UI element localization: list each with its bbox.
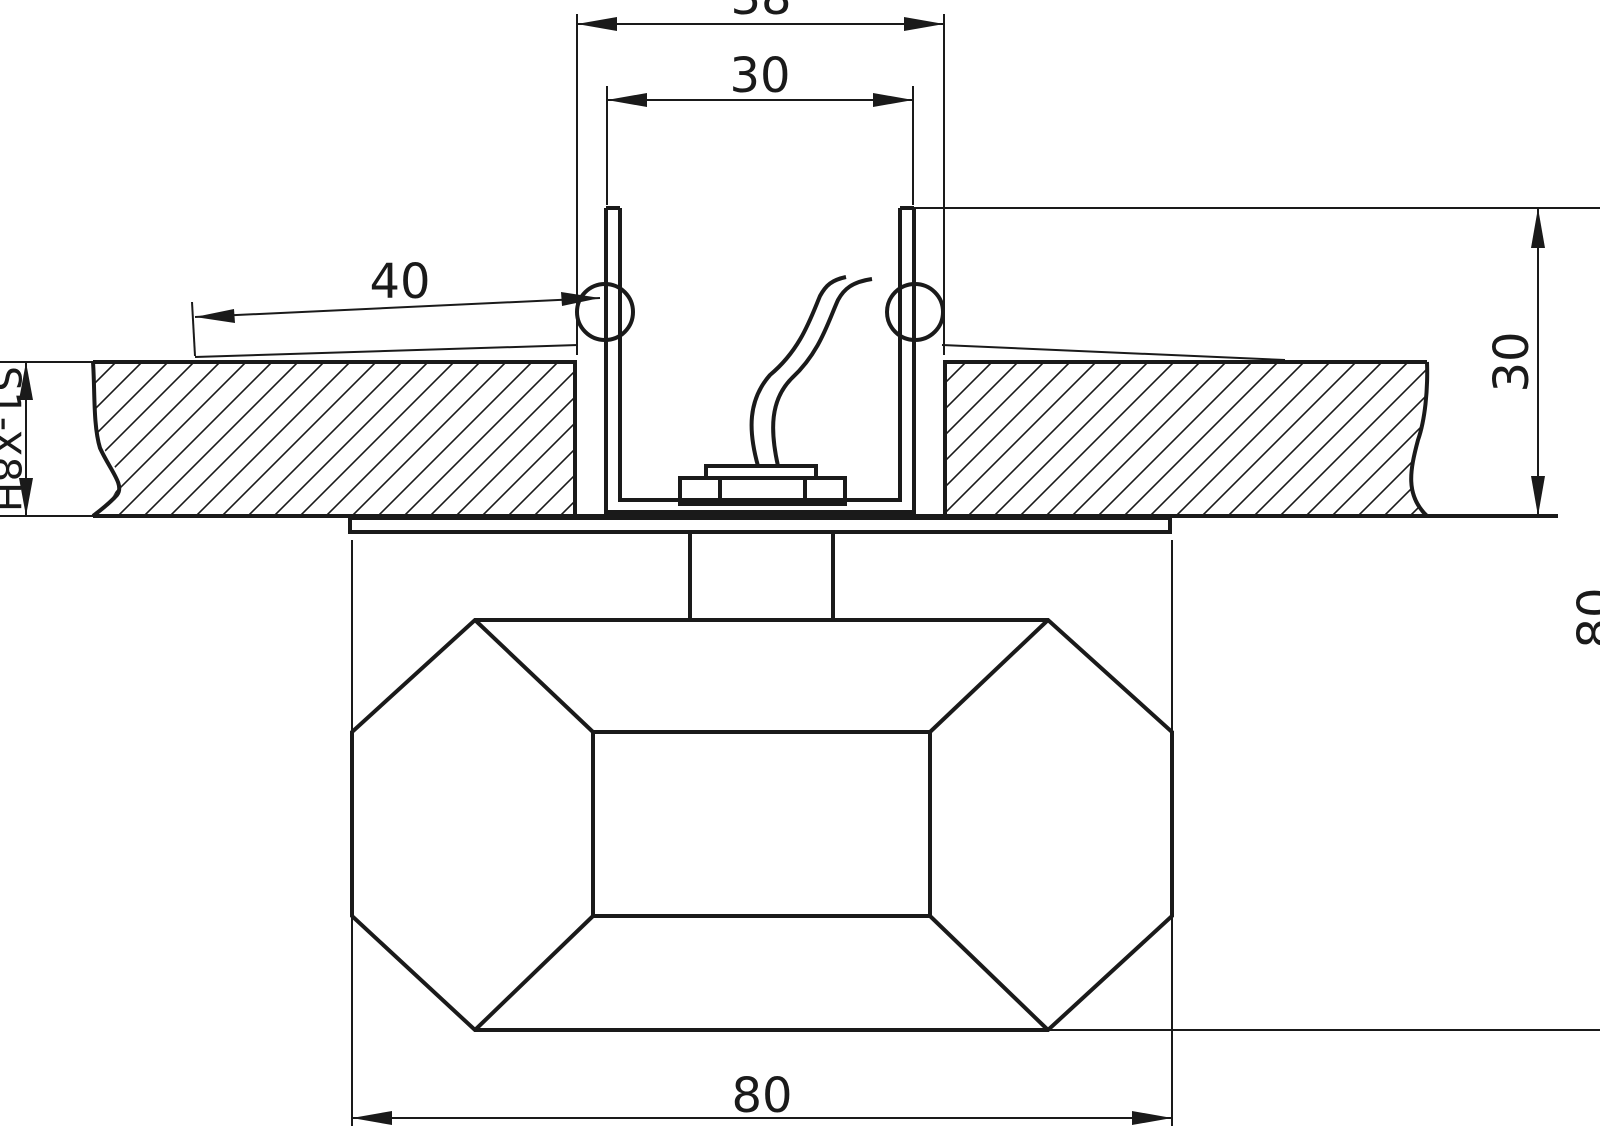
hatch-line (93, 362, 221, 516)
hatch-line (1227, 362, 1383, 516)
hatch-line (945, 362, 1097, 516)
hatch-line (612, 362, 766, 516)
hatch-line (143, 362, 299, 516)
hatch-line (786, 362, 940, 516)
hatch-line (507, 362, 575, 516)
dim-text-clip-reach: 40 (369, 254, 430, 310)
hatch-line (93, 362, 195, 516)
hatch-line (945, 362, 993, 516)
hatch-line (1019, 362, 1175, 516)
dim-text-thickness-left: S1-X8H (0, 366, 28, 512)
dim-text-height-far-right: 80 (1568, 587, 1600, 648)
hatch-line (351, 362, 507, 516)
hatch-line (586, 362, 740, 516)
hatch-line (247, 362, 403, 516)
hatch-left (93, 362, 844, 516)
hatch-line (93, 362, 169, 516)
hatch-line (1331, 362, 1428, 516)
hatch-line (1279, 362, 1428, 516)
housing (604, 206, 916, 514)
hatch-line (945, 362, 967, 516)
flange-plate (348, 516, 1172, 534)
hatch-line (1045, 362, 1201, 516)
hatch-line (195, 362, 351, 516)
dim-text-height-right: 30 (1484, 331, 1540, 392)
hatch-line (559, 362, 575, 516)
hatch-line (945, 362, 1019, 516)
dim-top-outer: 38 (576, 0, 945, 355)
hatch-line (1123, 362, 1279, 516)
dim-text-bottom-width: 80 (731, 1068, 792, 1124)
ceiling-section-right (786, 360, 1600, 518)
hatch-line (481, 362, 575, 516)
hatch-line (1383, 362, 1428, 516)
crystal-shade (350, 618, 1174, 1032)
hatch-line (403, 362, 559, 516)
dim-top-inner: 30 (606, 48, 914, 205)
dim-text-top-inner: 30 (729, 48, 790, 104)
dim-bottom-width: 80 (351, 540, 1173, 1126)
hatch-line (429, 362, 575, 516)
stem (688, 532, 835, 620)
hatch-line (533, 362, 575, 516)
hatch-line (945, 362, 1045, 516)
hatch-line (690, 362, 844, 516)
hatch-line (455, 362, 575, 516)
dim-height-right: 30 (914, 207, 1600, 516)
hatch-line (273, 362, 429, 516)
hatch-line (221, 362, 377, 516)
hatch-line (117, 362, 273, 516)
hatch-line (1566, 362, 1600, 516)
hatch-line (1253, 362, 1409, 516)
clip-arm-right (941, 344, 1286, 361)
hatch-line (1071, 362, 1227, 516)
hatch-line (1357, 362, 1428, 516)
hatch-line (325, 362, 481, 516)
hatch-line (169, 362, 325, 516)
lamp-socket (678, 464, 847, 506)
hatch-line (638, 362, 792, 516)
hatch-line (93, 362, 143, 516)
hatch-line (967, 362, 1123, 516)
hatch-line (93, 362, 247, 516)
hatch-line (377, 362, 533, 516)
dim-clip-reach: 40 (191, 254, 601, 357)
hatch-line (664, 362, 818, 516)
hatch-line (1097, 362, 1253, 516)
hatch-line (1305, 362, 1428, 516)
hatch-line (945, 362, 1071, 516)
dim-thickness-left: S1-X8H (0, 361, 93, 517)
hatch-line (1149, 362, 1305, 516)
dim-height-far-right: 80 (1048, 587, 1600, 1031)
power-wires (749, 275, 873, 467)
clip-arm-left (194, 344, 579, 358)
dim-text-top-outer: 38 (730, 0, 791, 26)
hatch-line (1175, 362, 1331, 516)
ceiling-section-left (91, 360, 844, 518)
hatch-line (993, 362, 1149, 516)
hatch-line (299, 362, 455, 516)
hatch-line (1540, 362, 1600, 516)
hatch-line (1201, 362, 1357, 516)
hatch-right (786, 362, 1600, 516)
